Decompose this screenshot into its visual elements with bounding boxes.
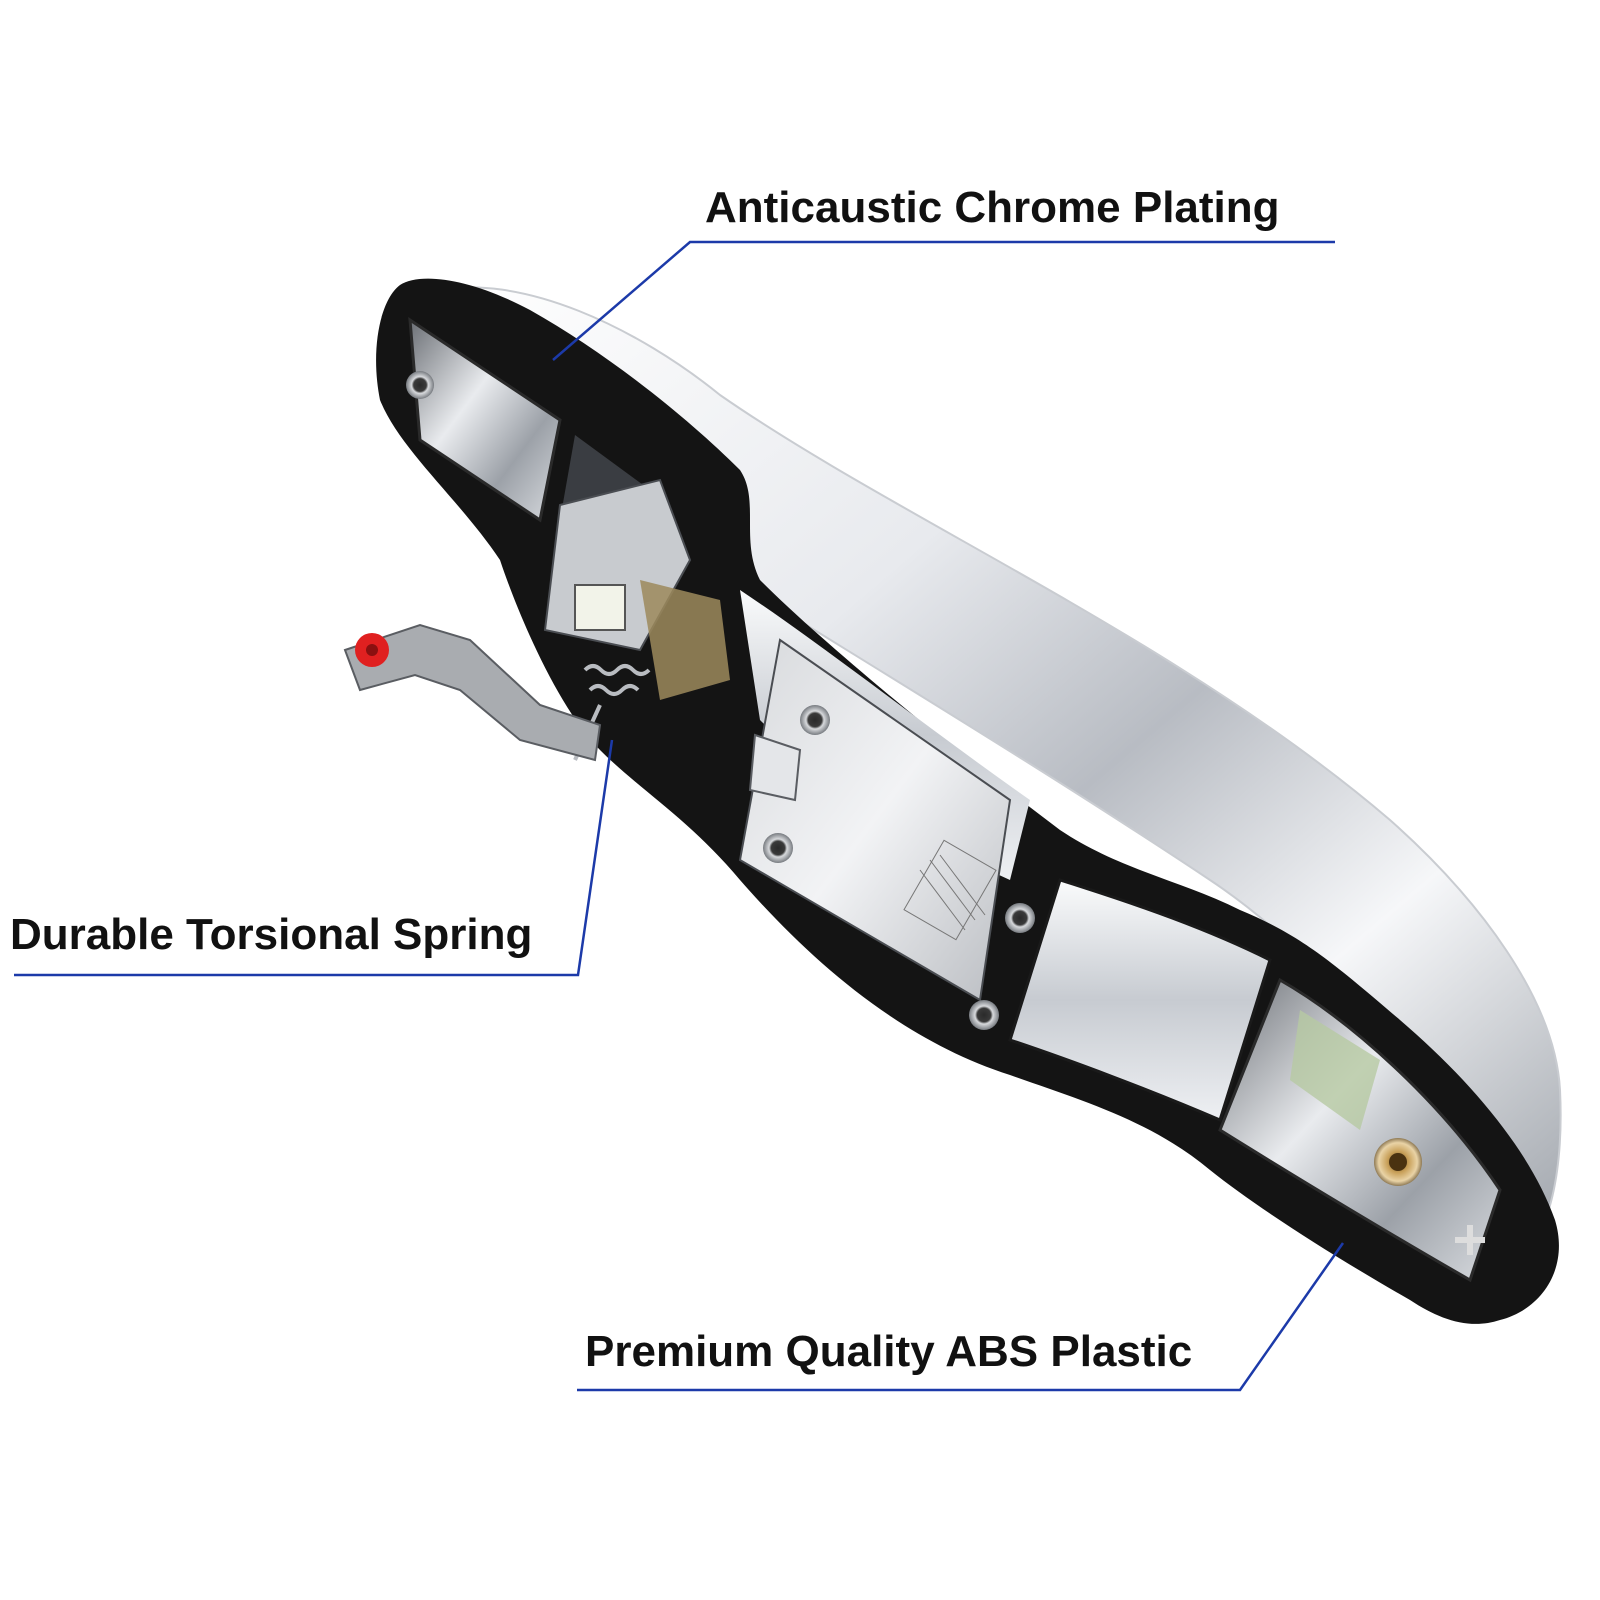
bolt-4 <box>1005 903 1035 933</box>
latch-square-window <box>574 584 626 631</box>
bolt-5 <box>969 1000 999 1030</box>
latch-mechanism <box>543 478 730 700</box>
chrome-clip <box>748 733 802 802</box>
green-inner-bracket <box>1290 1010 1380 1130</box>
callout-torsional-spring: Durable Torsional Spring <box>10 910 533 959</box>
locating-pin <box>1455 1225 1485 1255</box>
insert-hole <box>1389 1153 1407 1171</box>
latch-gear <box>640 580 730 700</box>
molded-grid-mark <box>903 839 997 941</box>
spring-callout-line <box>14 739 614 977</box>
actuator-lever <box>343 623 602 762</box>
right-chrome-grip <box>1008 878 1272 1123</box>
mounting-bolts <box>406 371 1035 1030</box>
left-mount-pocket <box>408 317 562 523</box>
abs-callout-line <box>577 1242 1345 1392</box>
callout-lines <box>14 240 1345 1392</box>
bolt-3 <box>763 833 793 863</box>
callout-chrome-plating: Anticaustic Chrome Plating <box>705 183 1280 232</box>
bolt-2 <box>800 705 830 735</box>
chrome-callout-line <box>552 240 1335 361</box>
callout-abs-plastic: Premium Quality ABS Plastic <box>585 1327 1193 1376</box>
lever-tip-center <box>366 644 378 656</box>
door-handle-assembly <box>343 278 1562 1324</box>
bolt-1 <box>406 371 434 399</box>
